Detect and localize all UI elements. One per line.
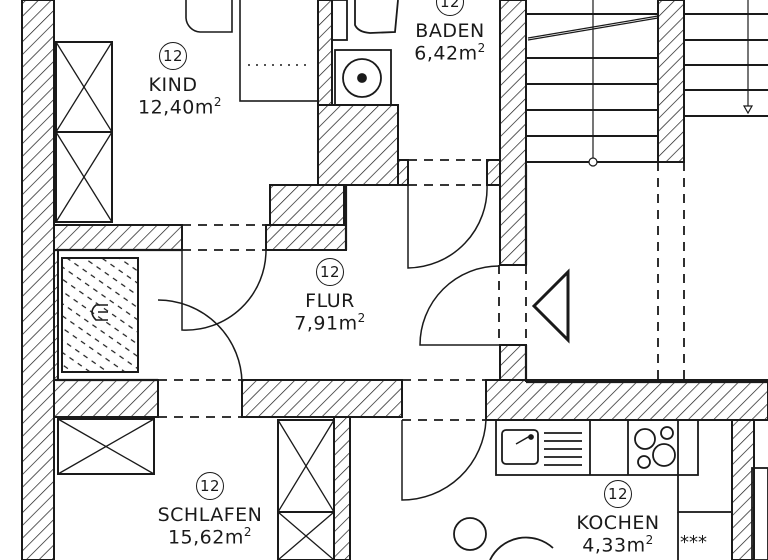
door-swings [157, 184, 500, 501]
wardrobe-kind [55, 41, 113, 223]
room-number: 12 [196, 472, 224, 500]
bath-fixtures [331, 0, 399, 106]
door-entrance [419, 265, 500, 346]
kitchen-fixtures [453, 419, 768, 560]
room-number: 12 [436, 0, 464, 16]
bed-kind [185, 0, 319, 102]
room-number: 12 [316, 258, 344, 286]
room-label-flur: 12 FLUR 7,91m2 [290, 258, 370, 334]
staircase [525, 0, 768, 167]
room-label-baden: 12 BADEN 6,42m2 [410, 0, 490, 64]
shower [61, 257, 139, 373]
wardrobe-schlafen [57, 418, 335, 560]
entrance-marker-icon [531, 268, 570, 344]
room-number: 12 [159, 42, 187, 70]
room-number: 12 [604, 480, 632, 508]
room-label-kochen: 12 KOCHEN 4,33m2 [566, 480, 670, 556]
door-baden [407, 184, 488, 269]
door-kind [181, 249, 267, 331]
door-schlafen [157, 299, 243, 385]
room-label-kind: 12 KIND 12,40m2 [138, 42, 222, 118]
room-outlines [56, 165, 768, 384]
room-label-schlafen: 12 SCHLAFEN 15,62m2 [140, 472, 280, 548]
kitchen-marker: *** [680, 532, 707, 553]
door-openings [158, 159, 685, 421]
door-kochen [401, 419, 487, 501]
